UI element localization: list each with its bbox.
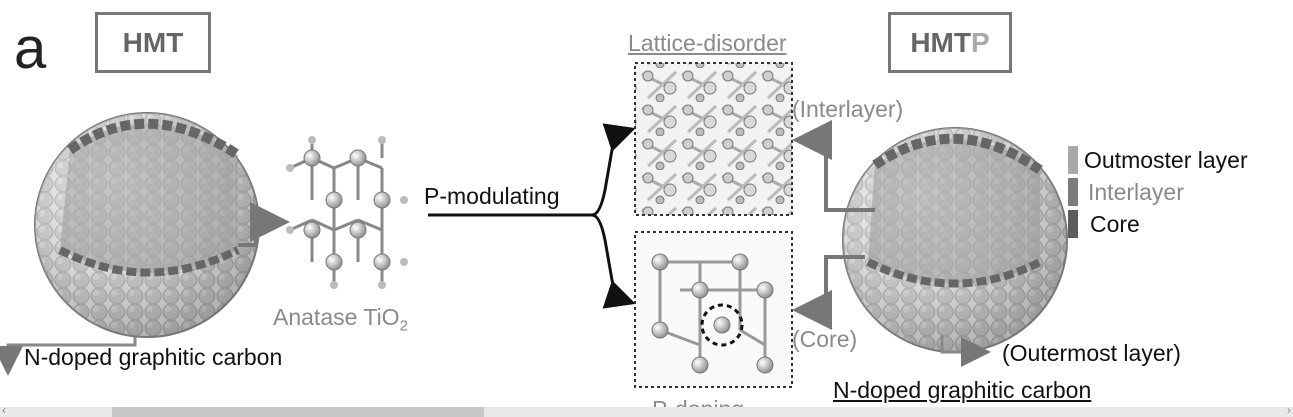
p-dopant-highlight xyxy=(700,303,744,347)
n-doped-right-label: N-doped graphitic carbon xyxy=(833,377,1092,403)
horizontal-scrollbar[interactable]: ‹ › xyxy=(0,403,1293,417)
scroll-right-icon[interactable]: › xyxy=(1287,403,1291,417)
legend-swatches xyxy=(1068,146,1078,238)
scrollbar-thumb[interactable] xyxy=(112,407,484,417)
hmtp-core-arrow xyxy=(792,255,865,330)
p-modulating-arrow xyxy=(428,123,636,309)
diagram-canvas xyxy=(0,62,1078,388)
outermost-arrow-label: (Outermost layer) xyxy=(1002,340,1181,366)
anatase-label-text: Anatase TiO xyxy=(273,304,400,330)
hmt-to-anatase-arrow xyxy=(238,202,290,247)
lattice-disorder-panel xyxy=(634,62,793,216)
p-doping-label: P-doping xyxy=(652,396,744,407)
hmtp-title-box: HMTP xyxy=(888,12,1012,73)
lattice-disorder-label: Lattice-disorder xyxy=(628,30,787,56)
anatase-atoms xyxy=(286,136,408,289)
hmtp-title-suffix: P xyxy=(970,27,990,58)
core-arrow-label: (Core) xyxy=(792,326,858,352)
anatase-subscript: 2 xyxy=(399,317,408,335)
n-doped-left-label: N-doped graphitic carbon xyxy=(24,344,283,370)
p-doping-panel xyxy=(634,231,793,388)
hmt-to-ndoped-arrow xyxy=(0,337,137,376)
legend-core-label: Core xyxy=(1090,211,1140,237)
hmtp-interlayer-arrow xyxy=(792,120,875,212)
hmt-sphere xyxy=(34,112,260,338)
p-modulating-label: P-modulating xyxy=(424,183,560,209)
legend-interlayer-label: Interlayer xyxy=(1088,179,1184,205)
panel-letter: a xyxy=(14,16,47,81)
hmtp-sphere xyxy=(842,127,1068,353)
hmtp-outermost-arrow xyxy=(940,335,991,367)
scroll-left-icon[interactable]: ‹ xyxy=(2,403,6,417)
hmtp-title-prefix: HMT xyxy=(910,27,971,58)
interlayer-arrow-label: (Interlayer) xyxy=(792,96,904,122)
legend-outmost-label: Outmoster layer xyxy=(1084,147,1248,173)
anatase-label: Anatase TiO2 xyxy=(273,304,408,335)
hmt-title-box: HMT xyxy=(95,12,211,73)
